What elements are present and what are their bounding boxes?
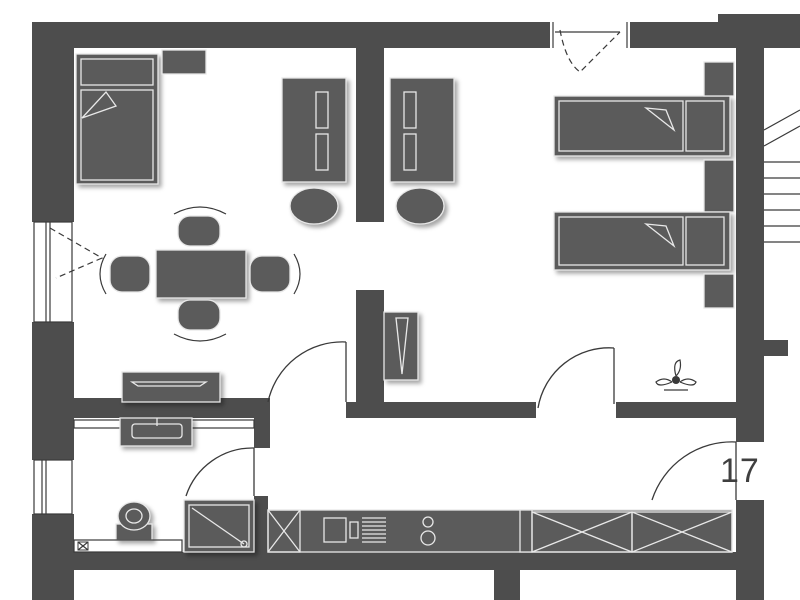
chair bbox=[173, 299, 227, 342]
room-number-label: 17 bbox=[720, 452, 760, 490]
wall-left-upper bbox=[32, 22, 74, 222]
wall-bottom bbox=[32, 552, 764, 570]
door bbox=[552, 22, 628, 73]
door bbox=[49, 227, 104, 279]
bath-shelf bbox=[73, 539, 183, 553]
wall-bottom-pillar bbox=[494, 552, 520, 600]
bed bbox=[553, 211, 731, 271]
walls bbox=[32, 14, 800, 600]
closet bbox=[383, 311, 419, 381]
wall-right-stub bbox=[736, 340, 788, 356]
wall-bath-top bbox=[32, 398, 270, 418]
kitchen-counter bbox=[267, 509, 733, 553]
chair bbox=[99, 253, 151, 295]
window bbox=[33, 459, 73, 515]
stool bbox=[395, 187, 445, 225]
bed bbox=[553, 95, 731, 157]
wall-left-middle bbox=[32, 322, 74, 460]
drain-icon bbox=[77, 541, 89, 551]
shower bbox=[183, 499, 255, 553]
window bbox=[33, 221, 73, 323]
wall-closet-pillar bbox=[356, 290, 384, 418]
wall-hall-top-left bbox=[346, 402, 536, 418]
stairs bbox=[763, 109, 800, 243]
bathroom-sink bbox=[119, 417, 193, 447]
dining-table bbox=[155, 249, 247, 299]
chair bbox=[249, 253, 301, 295]
wall-right-upper bbox=[736, 22, 764, 442]
wall-hall-top-right bbox=[616, 402, 764, 418]
wall-right-lower bbox=[736, 500, 764, 600]
door bbox=[651, 441, 737, 501]
door bbox=[267, 341, 347, 403]
wall-bath-right bbox=[254, 496, 268, 552]
nightstand bbox=[703, 159, 735, 213]
chair bbox=[173, 206, 227, 247]
ceiling-fan-icon bbox=[655, 359, 697, 391]
wardrobe bbox=[389, 77, 455, 183]
nightstand bbox=[703, 273, 735, 309]
wall-partition-vertical bbox=[356, 22, 384, 222]
door bbox=[185, 447, 255, 497]
wardrobe bbox=[281, 77, 347, 183]
toilet bbox=[115, 501, 153, 541]
kitchen-sink bbox=[323, 517, 359, 543]
stool bbox=[289, 187, 339, 225]
nightstand bbox=[703, 61, 735, 97]
bed bbox=[75, 53, 159, 185]
stove bbox=[420, 516, 436, 546]
wall-bath-side bbox=[254, 398, 270, 448]
wall-top-left bbox=[32, 22, 550, 48]
dish-rack bbox=[362, 517, 386, 543]
nightstand bbox=[161, 49, 207, 75]
door bbox=[537, 347, 615, 409]
desk bbox=[121, 371, 221, 403]
